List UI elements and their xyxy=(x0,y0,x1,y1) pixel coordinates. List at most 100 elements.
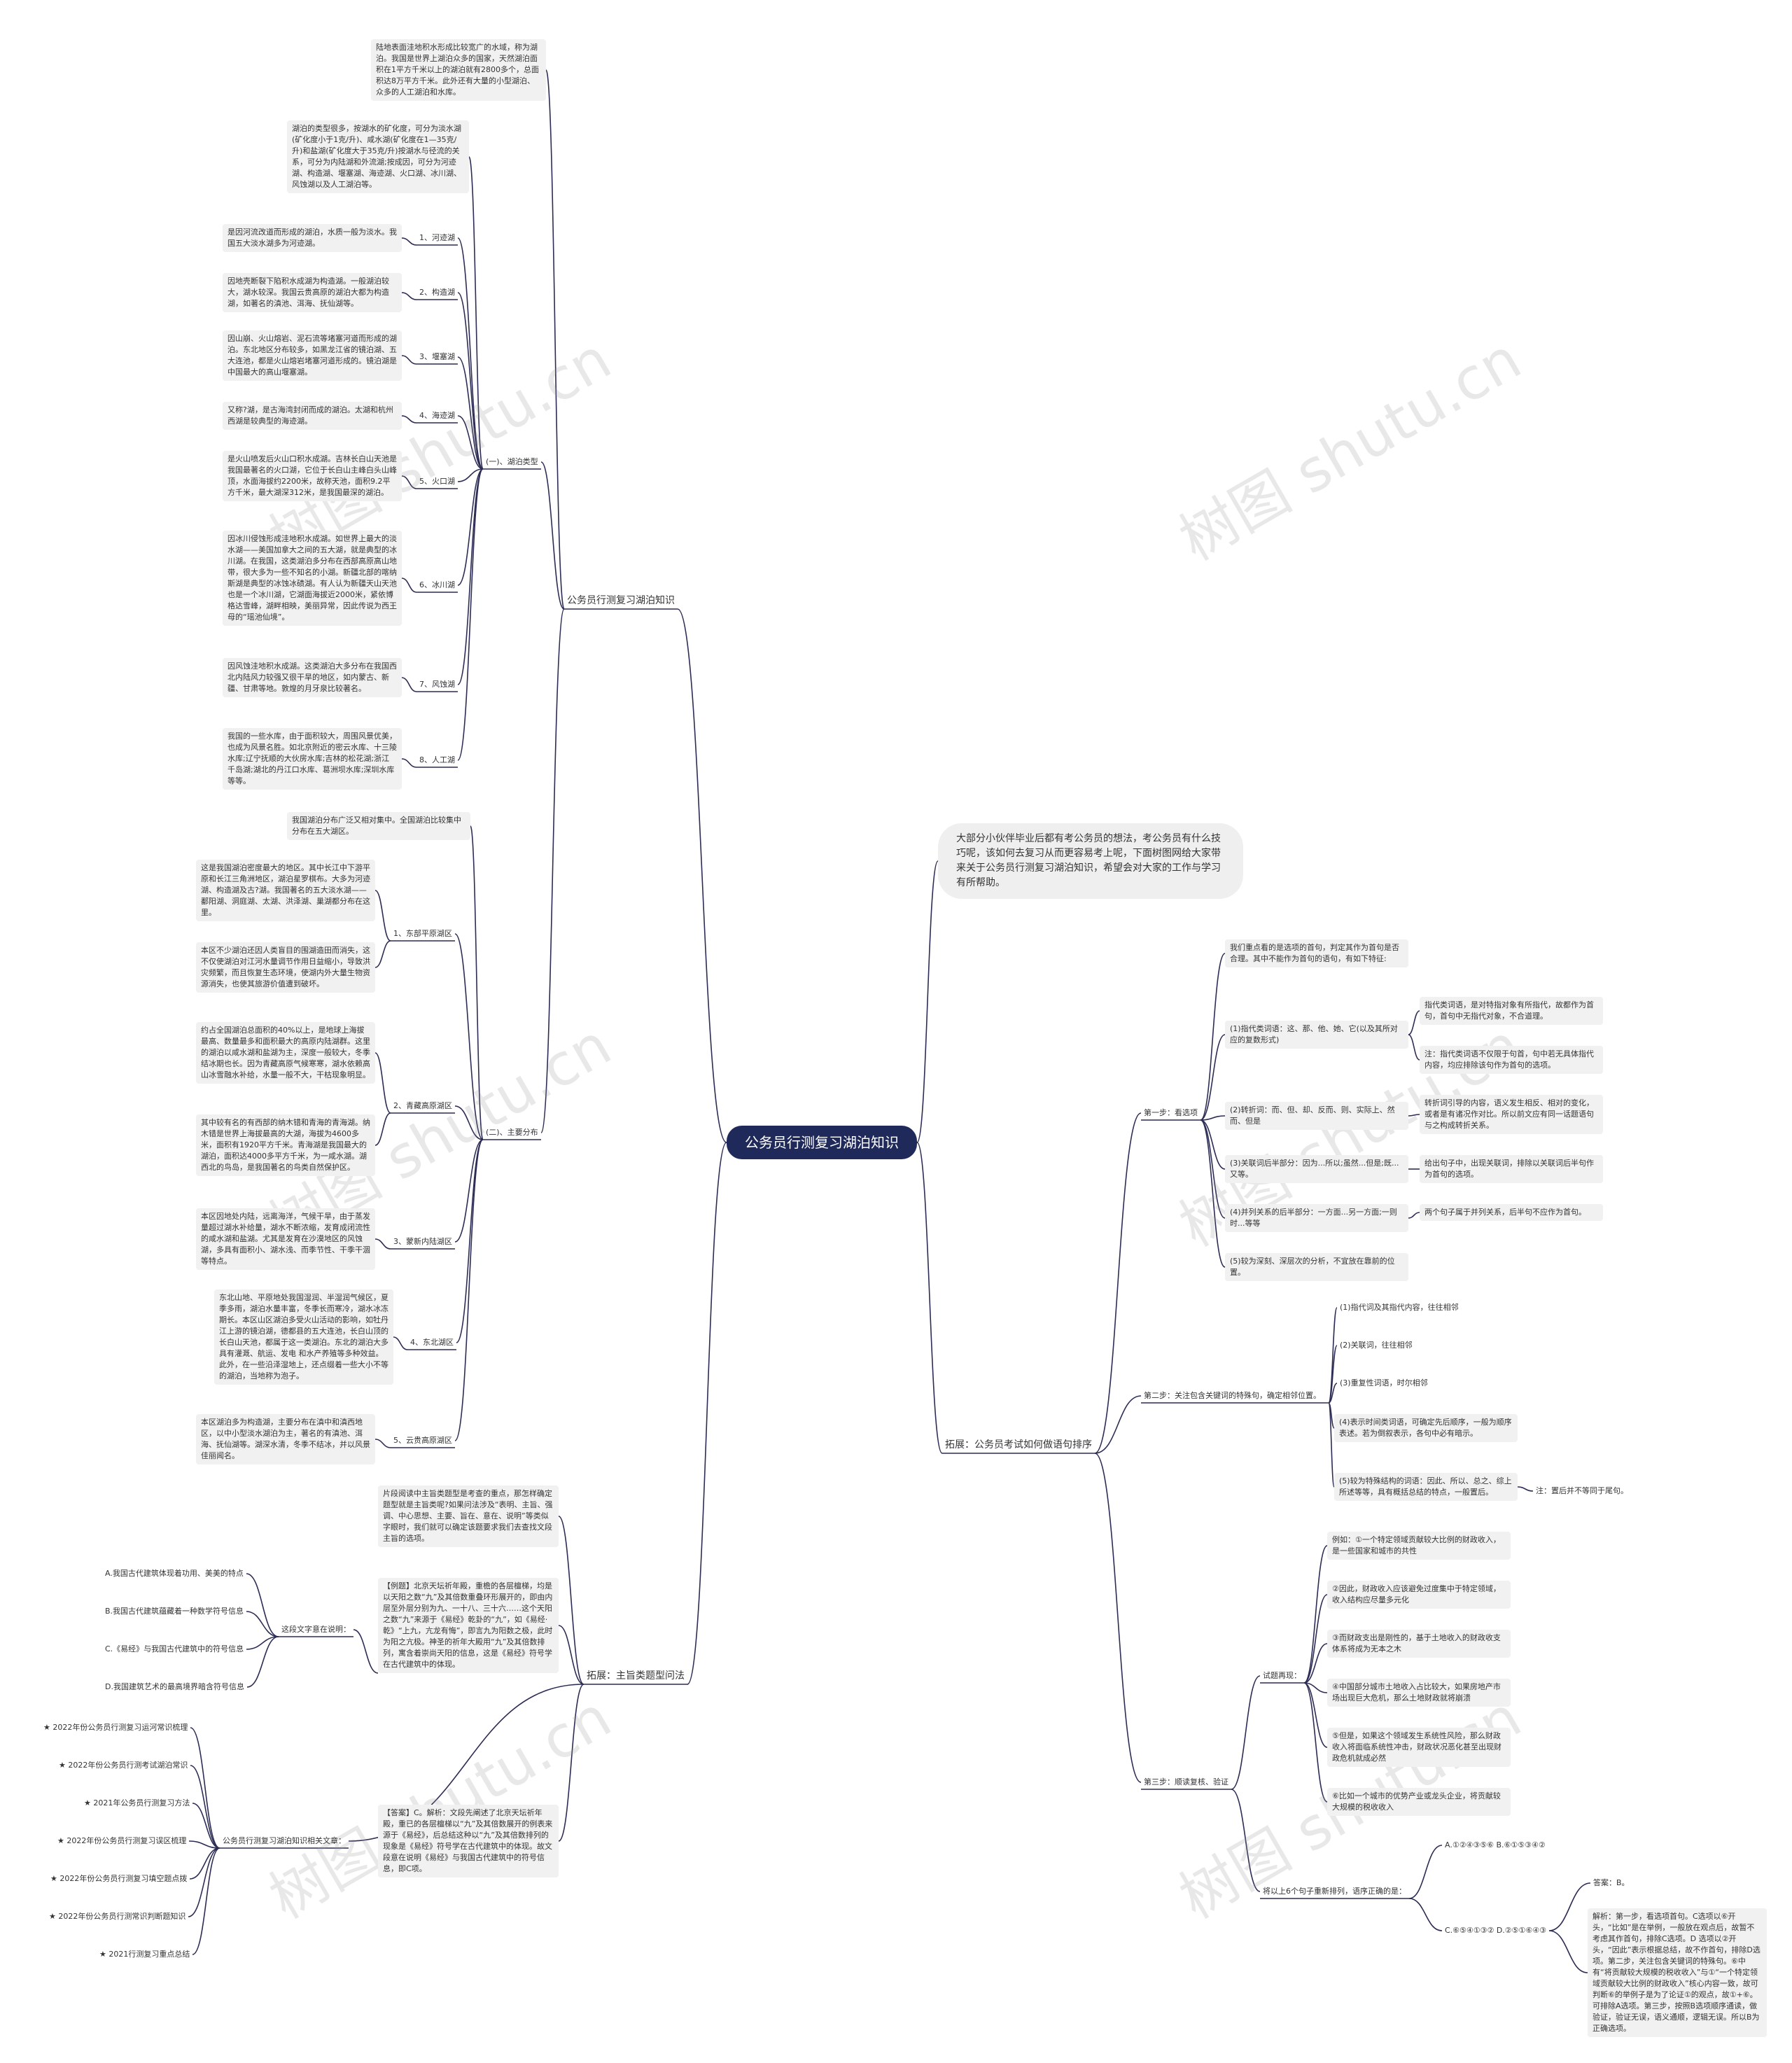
connector-line xyxy=(401,355,417,365)
step-1-rule-2: (2)转折词：而、但、却、反而、则、实际上、然而、但是 xyxy=(1225,1102,1408,1130)
question-sentence-1: 例如：①一个特定领域贡献较大比例的财政收入，是一些国家和城市的共性 xyxy=(1327,1532,1511,1560)
related-article-link[interactable]: ★ 2022年份公务员行测复习运河常识梳理 xyxy=(43,1723,188,1732)
connector-line xyxy=(687,1142,727,1685)
step-1-rule-5: (5)较为深刻、深层次的分析，不宜放在靠前的位置。 xyxy=(1225,1253,1408,1281)
connector-line xyxy=(188,1840,220,1849)
step-1-rule-3-note: 给出句子中，出现关联词，排除以关联词后半句作为首句的选项。 xyxy=(1420,1155,1603,1183)
connector-line xyxy=(470,825,484,1140)
connector-line xyxy=(1231,1789,1261,1892)
lake-type-8-label[interactable]: 8、人工湖 xyxy=(419,755,455,764)
connector-line xyxy=(540,608,565,1133)
connector-line xyxy=(374,890,391,942)
region-1-text-1: 这是我国湖泊密度最大的地区。其中长江中下游平原和长江三角洲地区，湖泊星罗棋布。大… xyxy=(196,860,375,921)
connector-line xyxy=(1408,1212,1420,1219)
connector-line xyxy=(1408,1034,1420,1061)
connector-line xyxy=(456,1139,484,1343)
branch-lake-knowledge[interactable]: 公务员行测复习湖泊知识 xyxy=(567,595,675,606)
connector-line xyxy=(401,578,417,593)
main-idea-question[interactable]: 这段文字意在说明： xyxy=(281,1625,351,1634)
lake-distribution-label[interactable]: (二)、主要分布 xyxy=(486,1128,538,1137)
connector-line xyxy=(192,1803,220,1849)
lake-type-6-label[interactable]: 6、冰川湖 xyxy=(419,580,455,589)
main-idea-option-b[interactable]: B.我国古代建筑蕴藏着一种数学符号信息 xyxy=(105,1607,244,1616)
related-article-link[interactable]: ★ 2022年份公务员行测复习填空题点拨 xyxy=(50,1874,188,1883)
connector-line xyxy=(1094,1453,1142,1783)
step-2-rule-3: (3)重复性词语，时尔相邻 xyxy=(1340,1378,1428,1387)
connector-line xyxy=(1303,1682,1328,1693)
related-articles-label[interactable]: 公务员行测复习湖泊知识相关文章： xyxy=(223,1836,346,1845)
step-2-rule-2: (2)关联词，往往相邻 xyxy=(1340,1341,1413,1350)
connector-line xyxy=(246,1611,279,1637)
step-2-label[interactable]: 第二步：关注包含关键词的特殊句，确定相邻位置。 xyxy=(1144,1391,1321,1400)
connector-line xyxy=(454,1105,484,1140)
region-5-label[interactable]: 5、云贵高原湖区 xyxy=(393,1436,452,1445)
connector-line xyxy=(677,608,727,1143)
connector-line xyxy=(1408,1898,1443,1931)
related-article-link[interactable]: ★ 2022年份公务员行测复习误区梳理 xyxy=(57,1836,187,1845)
connector-line xyxy=(457,468,484,761)
ordering-question[interactable]: 将以上6个句子重新排列，语序正确的是： xyxy=(1263,1887,1406,1896)
region-2-label[interactable]: 2、青藏高原湖区 xyxy=(393,1101,452,1110)
connector-line xyxy=(540,461,565,610)
lake-type-3-text: 因山崩、火山熔岩、泥石流等堵塞河道而形成的湖泊。东北地区分布较多，如黑龙江省的镜… xyxy=(223,330,402,381)
connector-line xyxy=(246,1636,279,1688)
connector-line xyxy=(545,69,565,610)
step-1-label[interactable]: 第一步：看选项 xyxy=(1144,1108,1198,1117)
step-2-rule-1: (1)指代词及其指代内容，往往相邻 xyxy=(1340,1303,1459,1312)
branch-sentence-ordering[interactable]: 拓展：公务员考试如何做语句排序 xyxy=(945,1439,1092,1450)
step-1-rule-1: (1)指代类词语：这、那、他、她、它(以及其所对应的复数形式) xyxy=(1225,1021,1408,1049)
connector-line xyxy=(457,356,484,470)
options-a-b[interactable]: A.①②④③⑤⑥ B.⑥①⑤③④② xyxy=(1445,1840,1546,1849)
connector-line xyxy=(401,292,417,300)
question-sentence-4: ④中国部分城市土地收入占比较大，如果房地产市场出现巨大危机，那么土地财政就将崩溃 xyxy=(1327,1679,1511,1707)
lake-type-4-label[interactable]: 4、海迹湖 xyxy=(419,411,455,420)
related-article-link[interactable]: ★ 2021年公务员行测复习方法 xyxy=(84,1798,190,1807)
options-c-d[interactable]: C.⑥⑤④①③② D.②⑤①⑥④③ xyxy=(1445,1926,1546,1935)
question-sentence-5: ⑤但是，如果这个领域发生系统性风险，那么财政收入将面临系统性冲击，财政状况恶化甚… xyxy=(1327,1728,1511,1767)
step-1-rule-4: (4)并列关系的后半部分：一方面...另一方面;一则时...等等 xyxy=(1225,1204,1408,1232)
lake-type-4-text: 又称?湖，是古海湾封闭而成的湖泊。太湖和杭州西湖是较典型的海迹湖。 xyxy=(223,402,402,430)
connector-line xyxy=(246,1573,279,1637)
connector-line xyxy=(558,1625,584,1685)
connector-line xyxy=(454,933,484,1140)
connector-line xyxy=(457,468,484,685)
connector-line xyxy=(1548,1882,1591,1931)
lake-type-5-label[interactable]: 5、火口湖 xyxy=(419,477,455,486)
region-5-text-1: 本区湖泊多为构造湖，主要分布在滇中和滇西地区，以中小型淡水湖泊为主，著名的有滇池… xyxy=(196,1414,375,1464)
lake-type-3-label[interactable]: 3、堰塞湖 xyxy=(419,352,455,361)
connector-line xyxy=(1548,1930,1588,1973)
connector-line xyxy=(401,475,417,489)
branch-main-idea[interactable]: 拓展：主旨类题型问法 xyxy=(587,1670,685,1681)
region-3-label[interactable]: 3、蒙新内陆湖区 xyxy=(393,1237,452,1246)
related-article-link[interactable]: ★ 2022年份公务员行测常识判断题知识 xyxy=(49,1912,186,1921)
connector-line xyxy=(374,1439,391,1448)
main-idea-option-a[interactable]: A.我国古代建筑体现着功用、美美的特点 xyxy=(105,1569,244,1578)
connector-line xyxy=(454,1139,484,1441)
step-3-label[interactable]: 第三步：顺读复核、验证 xyxy=(1144,1777,1228,1786)
lake-types-label[interactable]: (一)、湖泊类型 xyxy=(486,457,538,466)
region-1-label[interactable]: 1、东部平原湖区 xyxy=(393,929,452,938)
connector-line xyxy=(401,677,417,692)
region-4-text-1: 东北山地、平原地处我国湿润、半湿润气候区，夏季多雨，湖泊水量丰富，冬季长而寒冷，… xyxy=(214,1289,393,1385)
intro-bubble[interactable]: 大部分小伙伴毕业后都有考公务员的想法，考公务员有什么技巧呢，该如何去复习从而更容… xyxy=(938,823,1243,899)
main-idea-option-c[interactable]: C.《易经》与我国古代建筑中的符号信息 xyxy=(105,1644,244,1653)
region-4-label[interactable]: 4、东北湖区 xyxy=(410,1338,454,1347)
lake-type-8-text: 我国的一些水库，由于面积较大，周围风景优美，也成为风景名胜。如北京附近的密云水库… xyxy=(223,728,402,790)
connector-line xyxy=(393,1336,408,1350)
connector-line xyxy=(1517,1486,1534,1492)
root-topic[interactable]: 公务员行测复习湖泊知识 xyxy=(727,1126,917,1159)
lake-type-1-label[interactable]: 1、河迹湖 xyxy=(419,233,455,242)
connector-line xyxy=(457,468,484,482)
try-question-label[interactable]: 试题再现： xyxy=(1263,1671,1301,1680)
related-article-link[interactable]: ★ 2022年份公务员行测考试湖泊常识 xyxy=(59,1761,188,1770)
lake-type-2-label[interactable]: 2、构造湖 xyxy=(419,288,455,297)
connector-line xyxy=(1328,1402,1335,1488)
connector-line xyxy=(1303,1643,1328,1684)
connector-line xyxy=(401,237,417,246)
connector-line xyxy=(189,1847,220,1880)
lake-type-7-label[interactable]: 7、风蚀湖 xyxy=(419,680,455,689)
related-article-link[interactable]: ★ 2021行测复习重点总结 xyxy=(99,1950,190,1959)
main-idea-option-d[interactable]: D.我国建筑艺术的最高境界暗含符号信息 xyxy=(105,1682,244,1691)
connector-line xyxy=(457,415,484,470)
